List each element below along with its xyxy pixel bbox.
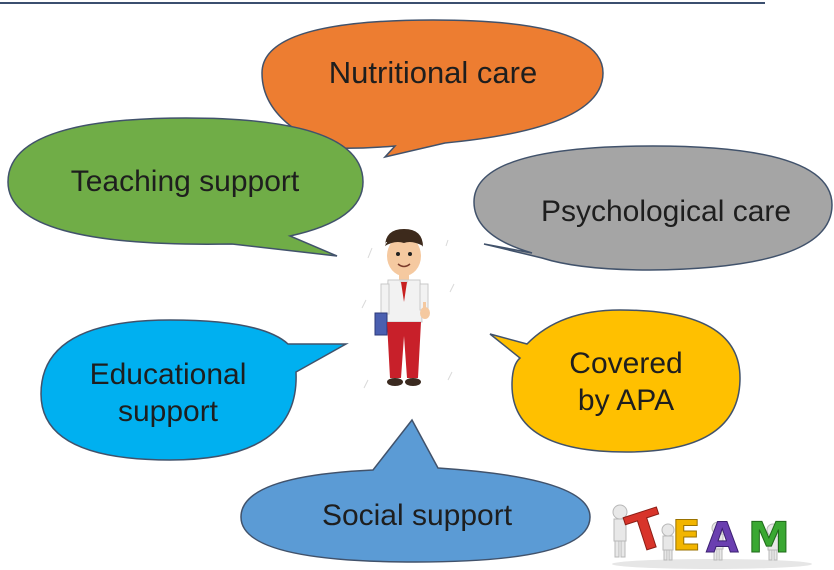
student-figure xyxy=(361,229,455,389)
covered-line-2: by APA xyxy=(577,384,675,417)
bubble-label-social-support: Social support xyxy=(321,499,513,533)
covered-line-1: Covered xyxy=(569,346,683,380)
team-logo: T E A M xyxy=(612,498,812,569)
educational-line-1: Educational xyxy=(89,357,247,391)
bubble-educational-support xyxy=(40,319,349,461)
bubble-label-psychological-care: Psychological care xyxy=(540,195,792,229)
bubble-psychological-care xyxy=(473,145,833,271)
bubble-teaching-support xyxy=(7,117,364,257)
team-letter-m: M xyxy=(748,513,790,562)
team-letter-e: E xyxy=(672,511,701,560)
bubble-social-support xyxy=(240,418,591,563)
bubble-nutritional-care xyxy=(261,19,604,159)
bubble-label-teaching-support: Teaching support xyxy=(70,165,300,199)
bubble-label-educational-support: Educational support xyxy=(48,348,288,438)
team-letter-a: A xyxy=(706,513,739,562)
bubble-label-covered-by-apa: Covered by APA xyxy=(520,336,732,428)
bubble-label-nutritional-care: Nutritional care xyxy=(328,54,538,90)
educational-line-2: support xyxy=(117,395,219,428)
bubble-covered-by-apa xyxy=(489,309,741,453)
